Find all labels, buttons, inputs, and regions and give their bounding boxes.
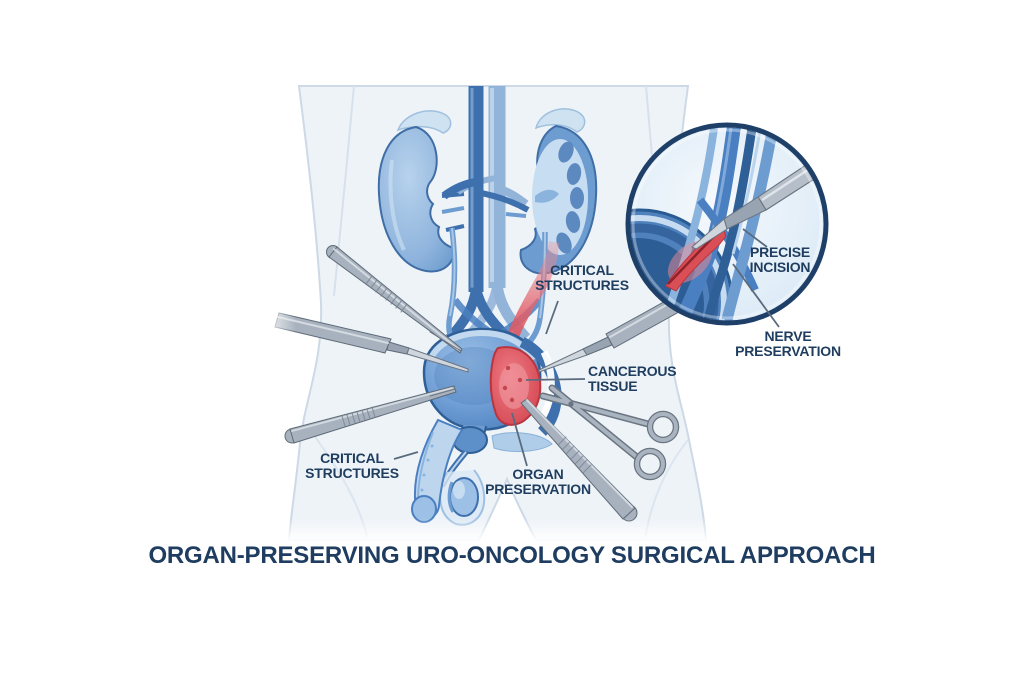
- testis: [449, 477, 479, 517]
- surgical-instruments: [262, 245, 705, 522]
- tweezers-upper-left: [326, 245, 463, 354]
- tweezers-lower-right: [520, 398, 638, 522]
- adrenal-gland-right: [534, 108, 586, 133]
- label-cancerous-tissue: CANCEROUS TISSUE: [588, 363, 677, 395]
- label-organ-preservation: ORGAN PRESERVATION: [485, 466, 591, 498]
- reproductive-organs: [411, 418, 553, 526]
- scalpel-left: [262, 306, 469, 373]
- leader-cancerous-tissue: [525, 378, 586, 381]
- kidney-right-cross-section: [505, 108, 598, 275]
- kidney-left: [377, 110, 465, 273]
- seminal-vesicles: [491, 432, 553, 452]
- hemostat-clamp: [539, 384, 680, 481]
- inset-ring: [625, 122, 829, 326]
- leader-critical-structures-upper: [545, 300, 559, 335]
- label-critical-structures-lower: CRITICAL STRUCTURES: [305, 450, 399, 482]
- label-critical-structures-upper: CRITICAL STRUCTURES: [535, 262, 629, 294]
- leader-nerve-preservation: [732, 263, 780, 328]
- leader-lines: [393, 228, 780, 467]
- leader-critical-structures-lower: [393, 451, 419, 460]
- forceps-lower-left: [284, 385, 457, 444]
- leader-organ-preservation: [511, 412, 528, 467]
- critical-structure-vessel-red: [499, 241, 559, 360]
- figure-title: ORGAN-PRESERVING URO-ONCOLOGY SURGICAL A…: [148, 542, 876, 569]
- leader-precise-incision: [742, 228, 768, 248]
- adrenal-gland-left: [396, 110, 452, 134]
- label-nerve-preservation: NERVE PRESERVATION: [735, 328, 841, 360]
- label-precise-incision: PRECISE INCISION: [749, 244, 811, 276]
